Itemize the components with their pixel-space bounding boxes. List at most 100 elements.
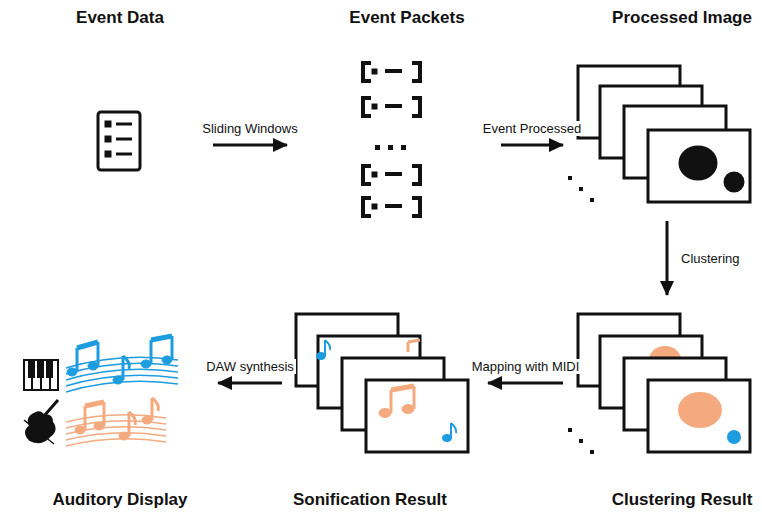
music-note — [407, 342, 410, 352]
piano-icon — [24, 360, 58, 390]
stage-block: Auditory Display — [15, 298, 215, 510]
music-note — [97, 342, 100, 366]
stage-heading: Clustering Result — [612, 490, 753, 510]
music-note — [324, 340, 326, 356]
image-stack — [725, 173, 743, 191]
arrow-label: DAW synthesis — [204, 359, 296, 374]
cluster-stack — [578, 314, 750, 452]
flow-arrow — [501, 144, 563, 147]
image-stack — [648, 130, 750, 202]
image-stack — [680, 147, 716, 179]
music-note — [151, 398, 154, 420]
piano-icon — [29, 360, 34, 377]
arrow-label: Event Processed — [481, 121, 583, 136]
ellipsis-dots — [590, 450, 594, 454]
ellipsis-dots — [388, 145, 393, 150]
violin-icon — [24, 400, 58, 444]
ellipsis-dots — [568, 176, 594, 202]
music-note — [123, 356, 129, 369]
arrow-label: Clustering — [679, 251, 742, 266]
music-note — [451, 423, 456, 433]
ellipsis-dots — [568, 428, 594, 454]
music-note — [122, 356, 125, 380]
stage-heading: Event Data — [76, 8, 164, 28]
music-note — [77, 342, 98, 348]
ellipsis-dots — [568, 176, 572, 180]
stage-heading: Processed Image — [612, 8, 752, 28]
music-note — [171, 336, 174, 360]
arrow-label: Mapping with MIDI — [470, 359, 582, 374]
music-note — [152, 398, 158, 411]
document-icon — [105, 121, 111, 127]
image-stack — [578, 66, 750, 202]
cluster-stack — [727, 430, 741, 444]
music-note — [379, 340, 420, 418]
piano-icon — [38, 360, 43, 377]
document-icon — [98, 112, 140, 170]
sonification-stack — [296, 314, 468, 452]
packet-icon — [363, 98, 420, 116]
music-note — [413, 386, 416, 409]
packet-icon — [372, 69, 377, 74]
piano-icon — [47, 360, 52, 377]
document-icon — [116, 153, 132, 156]
music-note — [103, 402, 106, 426]
ellipsis-dots — [568, 428, 572, 432]
ellipsis-dots — [590, 198, 594, 202]
music-note — [85, 402, 104, 406]
stage-heading: Auditory Display — [52, 490, 187, 510]
violin-icon — [26, 412, 55, 442]
music-note — [75, 398, 158, 440]
packet-icon — [372, 172, 377, 177]
ellipsis-dots — [375, 145, 380, 150]
music-note — [390, 390, 393, 413]
cluster-stack — [648, 380, 750, 452]
flow-arrow — [488, 382, 563, 385]
music-note — [408, 340, 420, 342]
flow-arrow — [218, 382, 282, 385]
music-note — [84, 406, 87, 430]
cluster-stack — [678, 392, 722, 428]
music-note — [150, 340, 153, 364]
music-note — [128, 412, 131, 436]
violin-icon — [24, 420, 54, 444]
music-note — [317, 353, 325, 359]
document-icon — [105, 151, 111, 157]
music-note — [129, 412, 135, 425]
stage-block: Event Packets — [290, 8, 498, 223]
stage-block: Processed Image — [566, 8, 758, 218]
document-icon — [98, 112, 140, 170]
flow-arrow — [666, 221, 669, 295]
stage-block: Event Data — [30, 8, 210, 208]
packet-icon — [372, 104, 377, 109]
ellipsis-dots — [579, 439, 583, 443]
ellipsis-dots — [579, 187, 583, 191]
packet-icon — [363, 63, 420, 216]
stage-heading: Sonification Result — [293, 490, 447, 510]
ellipsis-dots — [401, 145, 406, 150]
stage-block: Sonification Result — [285, 298, 485, 510]
document-icon — [116, 123, 132, 126]
packet-icon — [385, 69, 402, 73]
packet-icon — [385, 204, 402, 208]
packet-icon — [385, 104, 402, 108]
music-note — [450, 423, 452, 438]
sonification-stack — [366, 380, 468, 452]
arrow-label: Sliding Windows — [200, 121, 299, 136]
packet-icon — [363, 198, 420, 216]
music-note — [379, 409, 391, 418]
music-note — [317, 340, 456, 441]
document-icon — [116, 138, 132, 141]
music-note — [443, 435, 451, 441]
staff-orange — [66, 439, 166, 446]
document-icon — [105, 136, 111, 142]
music-note — [151, 336, 172, 340]
piano-icon — [24, 360, 58, 390]
flow-arrow — [213, 144, 287, 147]
music-note — [67, 336, 172, 384]
packet-icon — [385, 172, 402, 176]
stage-block: Clustering Result — [566, 298, 758, 510]
packet-icon — [372, 204, 377, 209]
